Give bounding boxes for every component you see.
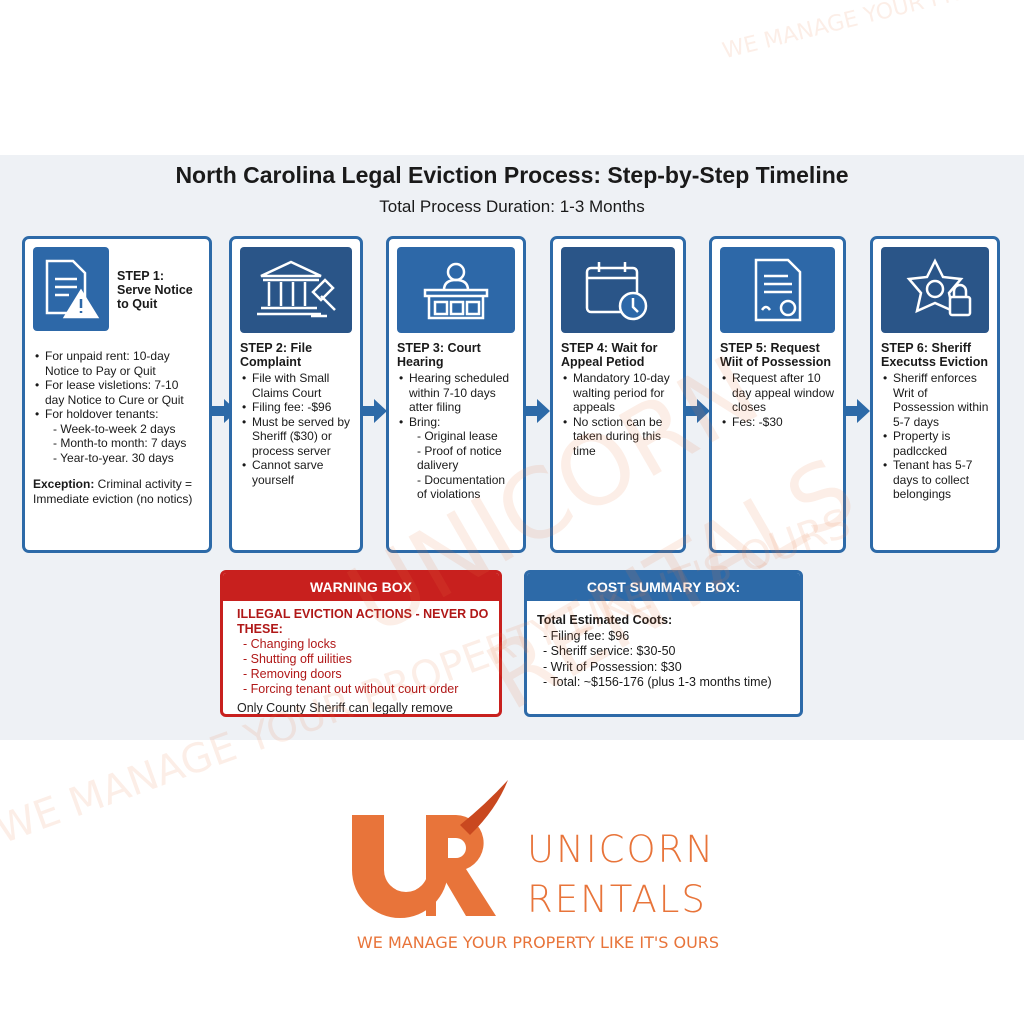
step-heading: STEP 1: Serve Notice to Quit: [117, 269, 193, 311]
exception-text: Criminal activity = Immediate eviction (…: [33, 477, 193, 506]
step-detail-item: Hearing scheduled within 7-10 days atter…: [397, 371, 515, 415]
step-detail-item: Sheriff enforces Writ of Possession with…: [881, 371, 989, 429]
step-detail-item: - Week-to-week 2 days: [53, 421, 176, 436]
step-details-list: Sheriff enforces Writ of Possession with…: [881, 371, 989, 502]
step-heading: STEP 6: Sheriff Executss Eviction: [881, 341, 988, 369]
cost-summary-box: COST SUMMARY BOX: Total Estimated Coots:…: [524, 570, 803, 717]
arrow-right-icon: [685, 398, 710, 424]
arrow-right-icon: [525, 398, 550, 424]
cost-title: Total Estimated Coots:: [537, 613, 673, 627]
arrow-right-icon: [362, 398, 387, 424]
unicorn-rentals-logo-mark: [348, 780, 508, 925]
warning-item: - Forcing tenant out without court order: [243, 682, 459, 696]
step-details-list: For unpaid rent: 10-day Notice to Pay or…: [33, 349, 201, 465]
warning-item: - Changing locks: [243, 637, 337, 651]
step-heading: STEP 5: Request Wiit of Possession: [720, 341, 832, 369]
brand-name-line1: UNICORN: [527, 828, 716, 871]
exception-label: Exception:: [33, 477, 95, 491]
step-card-6: STEP 6: Sheriff Executss EvictionSheriff…: [870, 236, 1000, 553]
step-detail-item: Cannot sarve yourself: [240, 458, 352, 487]
step-detail-item: - Proof of notice dalivery: [417, 443, 502, 473]
arrow-right-icon: [212, 398, 237, 424]
page-subtitle: Total Process Duration: 1-3 Months: [379, 197, 645, 216]
step-details-list: Hearing scheduled within 7-10 days atter…: [397, 371, 515, 502]
step-detail-item: Property is padlccked: [881, 429, 989, 458]
step-card-4: STEP 4: Wait for Appeal PetiodMandatory …: [550, 236, 686, 553]
certificate-document-icon: [720, 247, 835, 333]
warning-footer: Only County Sheriff can legally remove t…: [237, 701, 453, 715]
step-heading: STEP 2: File Complaint: [240, 341, 313, 369]
warning-box-header: WARNING BOX: [223, 573, 499, 601]
step-detail-item: File with Small Claims Court: [240, 371, 352, 400]
judge-icon: [397, 247, 515, 333]
step-details-list: Mandatory 10-day walting period for appe…: [561, 371, 675, 458]
courthouse-gavel-icon: [240, 247, 352, 333]
step-card-3: STEP 3: Court HearingHearing scheduled w…: [386, 236, 526, 553]
warning-title: ILLEGAL EVICTION ACTIONS - NEVER DO THES…: [237, 607, 489, 636]
step-detail-item: Request after 10 day appeal window close…: [720, 371, 835, 415]
page-title: North Carolina Legal Eviction Process: S…: [175, 162, 849, 188]
step-heading: STEP 3: Court Hearing: [397, 341, 481, 369]
step-card-2: STEP 2: File ComplaintFile with Small Cl…: [229, 236, 363, 553]
step-detail-item: Filing fee: -$96: [240, 400, 352, 415]
warning-item: - Shutting off uilities: [243, 652, 352, 666]
sheriff-badge-lock-icon: [881, 247, 989, 333]
notice-warning-icon: [33, 247, 109, 331]
step-details-list: Request after 10 day appeal window close…: [720, 371, 835, 429]
step-card-1: STEP 1: Serve Notice to QuitFor unpaid r…: [22, 236, 212, 553]
step-detail-item: Bring:: [397, 415, 515, 430]
warning-box: WARNING BOX ILLEGAL EVICTION ACTIONS - N…: [220, 570, 502, 717]
step-exception: Exception: Criminal activity = Immediate…: [33, 477, 201, 506]
step-detail-item: For unpaid rent: 10-day Notice to Pay or…: [33, 349, 201, 378]
step-detail-item: Fes: -$30: [720, 415, 835, 430]
arrow-right-icon: [845, 398, 870, 424]
cost-item: - Filing fee: $96: [543, 628, 630, 643]
step-detail-item: Mandatory 10-day walting period for appe…: [561, 371, 675, 415]
step-card-5: STEP 5: Request Wiit of PossessionReques…: [709, 236, 846, 553]
step-detail-item: - Documentation of violations: [417, 472, 506, 502]
step-detail-item: - Month-to month: 7 days: [53, 436, 187, 450]
step-details-list: File with Small Claims CourtFiling fee: …: [240, 371, 352, 487]
step-detail-item: - Original lease: [417, 429, 498, 443]
step-detail-item: No sction can be taken during this time: [561, 415, 675, 459]
step-detail-item: For holdover tenants:: [33, 407, 201, 422]
calendar-clock-icon: [561, 247, 675, 333]
cost-item: - Writ of Possession: $30: [543, 659, 682, 674]
step-heading: STEP 4: Wait for Appeal Petiod: [561, 341, 658, 369]
brand-name-line2: RENTALS: [527, 878, 707, 921]
step-detail-item: - Year-to-year. 30 days: [53, 450, 174, 465]
step-detail-item: Tenant has 5-7 days to collect belonging…: [881, 458, 989, 502]
brand-tagline: WE MANAGE YOUR PROPERTY LIKE IT'S OURS: [356, 933, 720, 952]
step-detail-item: For lease visletions: 7-10 day Notice to…: [33, 378, 201, 407]
step-detail-item: Must be served by Sheriff ($30) or proce…: [240, 415, 352, 459]
cost-item: - Total: ~$156-176 (plus 1-3 months time…: [543, 675, 772, 689]
cost-item: - Sheriff service: $30-50: [543, 644, 676, 658]
warning-item: - Removing doors: [243, 667, 342, 681]
watermark-tagline-top: WE MANAGE YOUR PROPERTY LIKE IT'S OURS: [720, 0, 1024, 64]
cost-box-header: COST SUMMARY BOX:: [527, 573, 800, 601]
